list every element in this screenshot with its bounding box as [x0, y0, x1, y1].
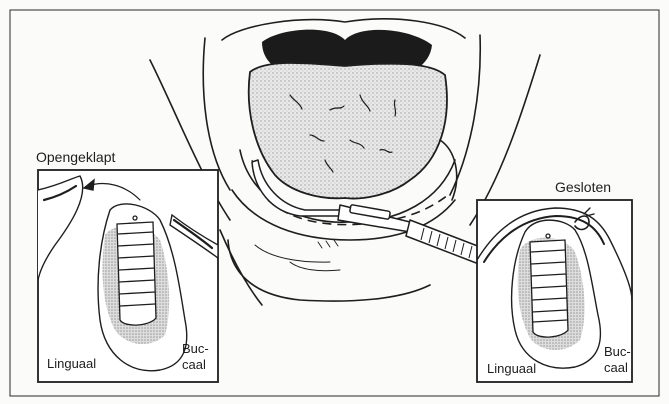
tongue — [249, 63, 447, 199]
left-buccal-label-line2: caal — [182, 358, 206, 371]
left-panel-title: Opengeklapt — [36, 150, 115, 164]
right-lingual-label: Linguaal — [487, 362, 536, 375]
right-buccal-label-line2: caal — [604, 361, 628, 374]
left-lingual-label: Linguaal — [47, 357, 96, 370]
left-buccal-label-line1: Buc- — [182, 342, 209, 355]
right-panel-title: Gesloten — [555, 180, 611, 194]
implant-left — [117, 216, 156, 325]
implant-right — [530, 234, 568, 337]
right-buccal-label-line1: Buc- — [604, 345, 631, 358]
